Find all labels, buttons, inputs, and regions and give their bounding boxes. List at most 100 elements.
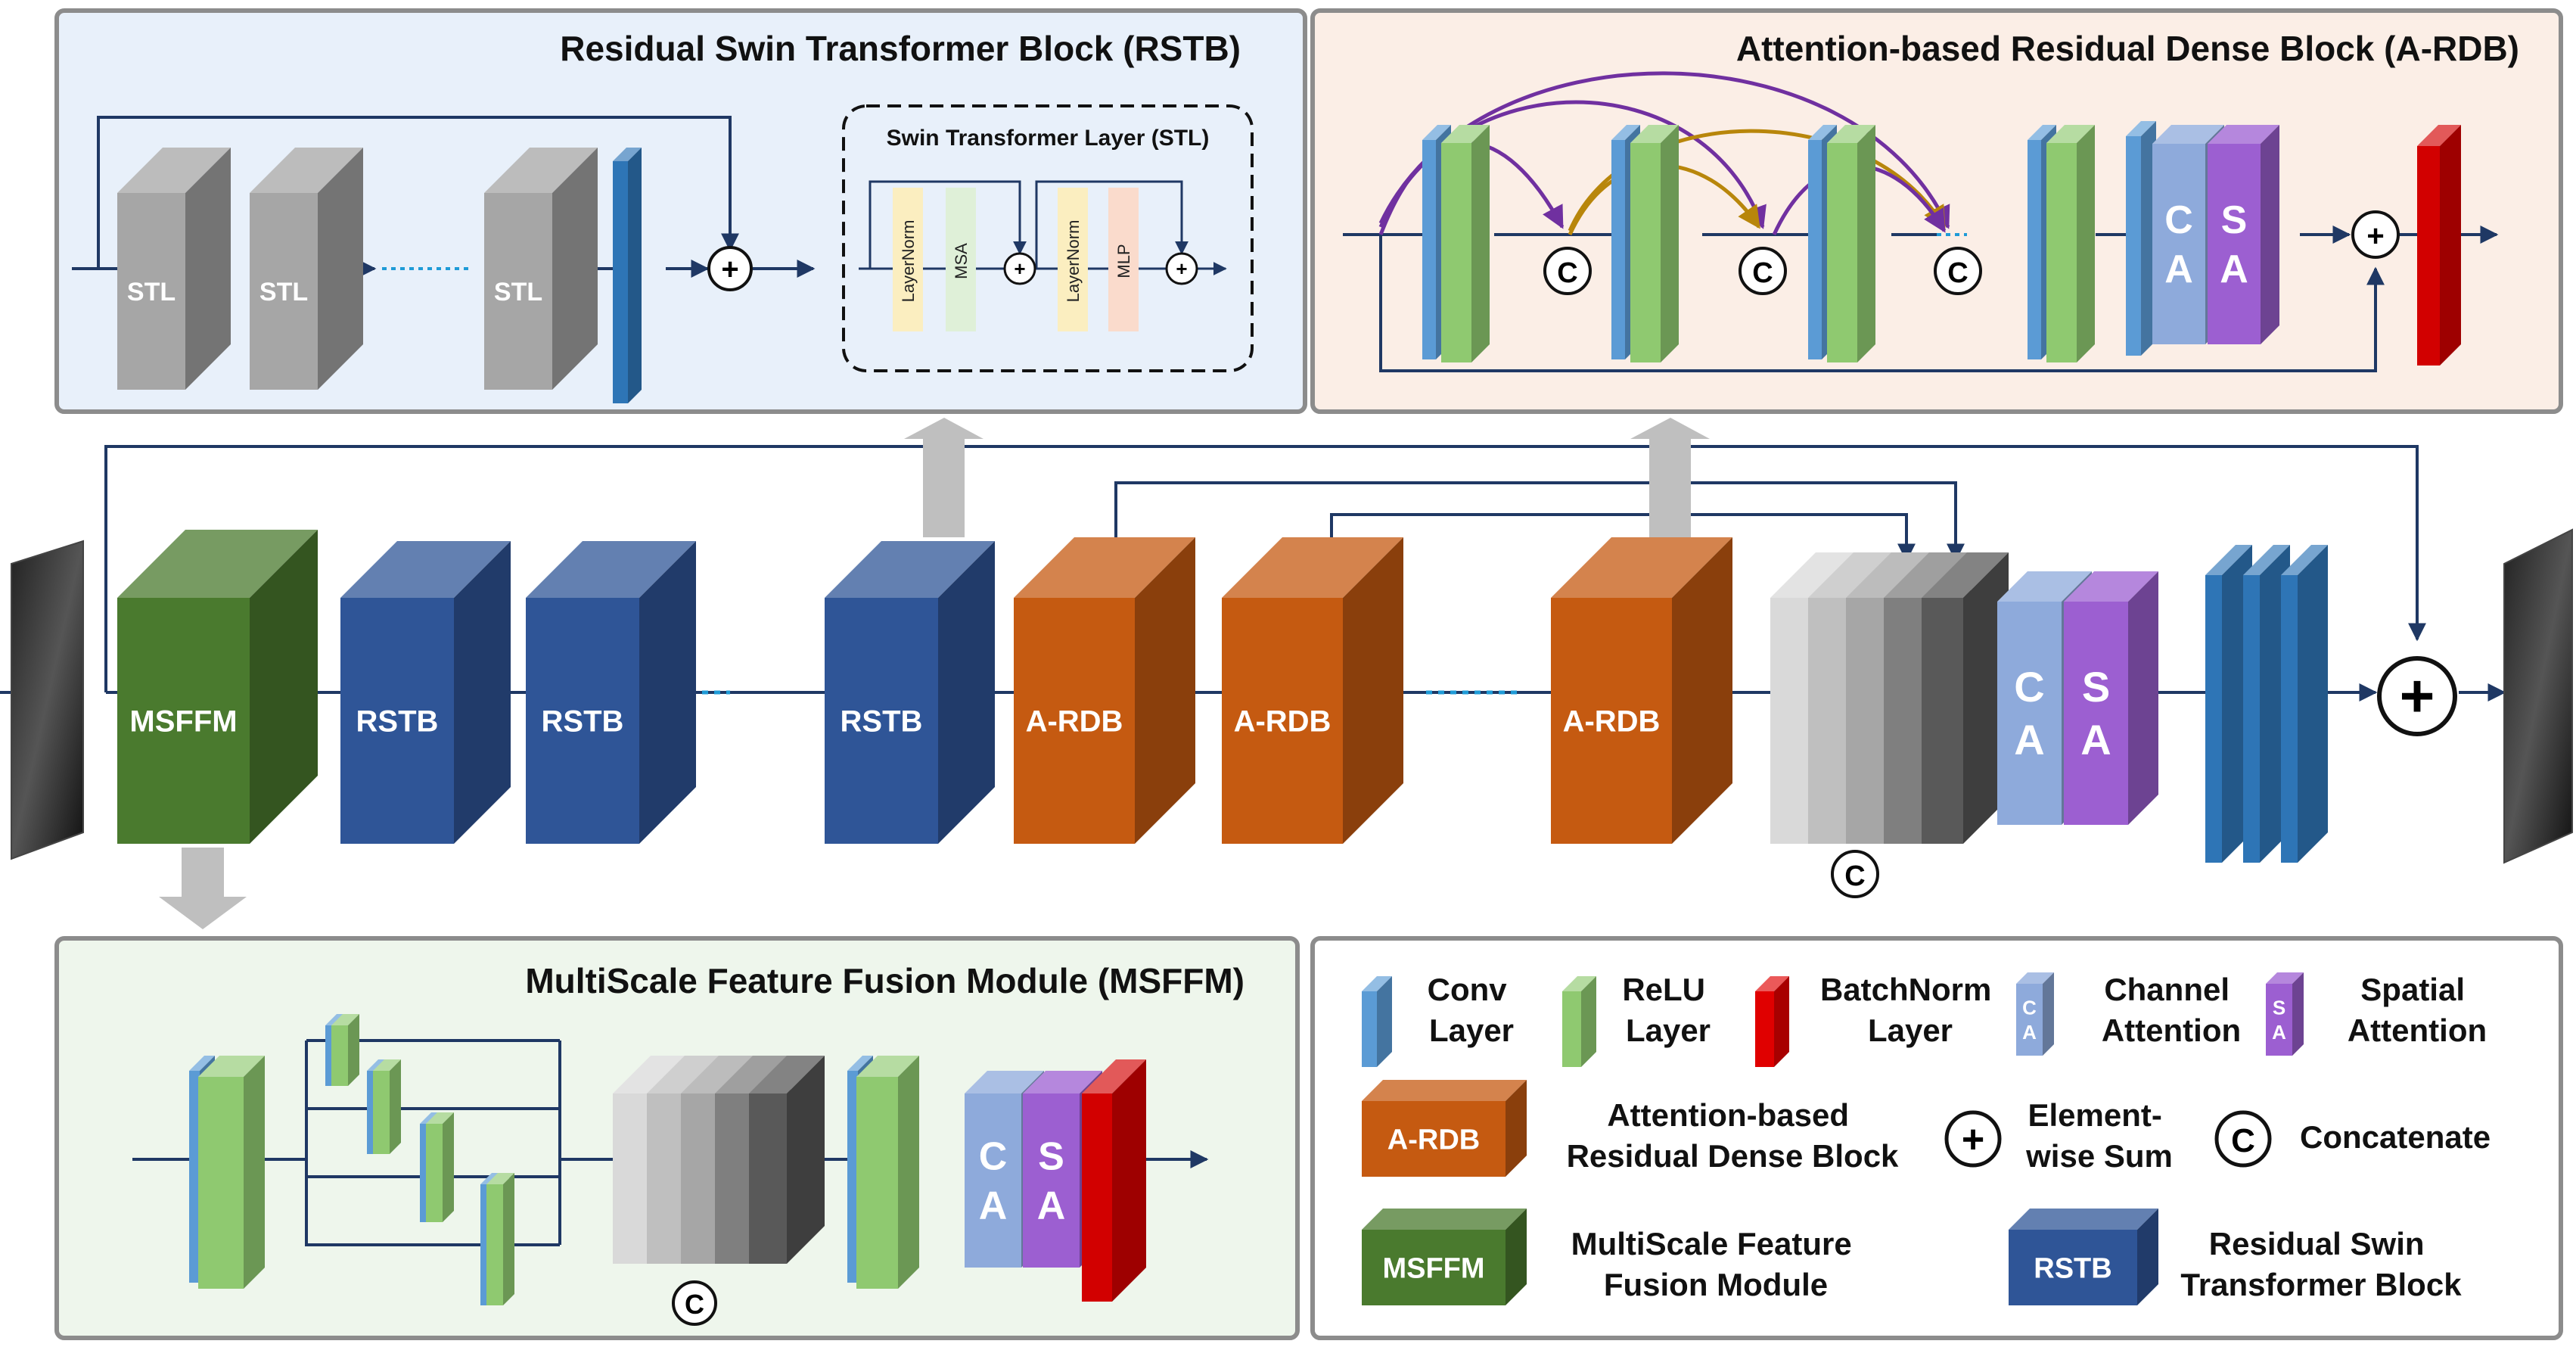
msffm-ca-label: A bbox=[979, 1184, 1008, 1228]
msffm-concat-icon: C bbox=[672, 1280, 717, 1326]
svg-text:LayerNorm: LayerNorm bbox=[1064, 220, 1083, 303]
stl-block-1: STL bbox=[117, 148, 231, 390]
main-ca-label: A bbox=[2014, 716, 2044, 764]
main-ardb-1-label: A-RDB bbox=[1026, 705, 1123, 739]
output-image bbox=[2503, 528, 2573, 864]
svg-text:+: + bbox=[1176, 257, 1187, 280]
msffm-relu-out bbox=[856, 1056, 919, 1289]
svg-text:Residual Swin Transforme: Residual Swin Transformer Block bbox=[2180, 1226, 2462, 1302]
legend-msffm-icon-label: MSFFM bbox=[1382, 1252, 1484, 1284]
ardb-ca-label: A bbox=[2164, 247, 2193, 291]
svg-text:BatchNorm Layer: BatchNorm Layer bbox=[1820, 972, 2000, 1048]
svg-text:+: + bbox=[1962, 1118, 1984, 1162]
stl-box-title: Swin Transformer Layer (STL) bbox=[887, 126, 1210, 151]
legend-ardb-icon: A-RDB bbox=[1362, 1080, 1527, 1177]
main-concat-icon: C bbox=[1831, 850, 1879, 898]
legend-msffm-icon: MSFFM bbox=[1362, 1209, 1527, 1305]
legend-ardb-icon-label: A-RDB bbox=[1387, 1124, 1480, 1156]
stl-mlp bbox=[1108, 188, 1139, 331]
main-ardb-2: A-RDB bbox=[1222, 537, 1403, 844]
legend-rstb-icon-label: RSTB bbox=[2034, 1252, 2111, 1284]
ardb-bn bbox=[2417, 125, 2461, 366]
stl-block-1-label: STL bbox=[127, 278, 176, 306]
msffm-branch-relu-4 bbox=[486, 1173, 514, 1305]
legend-panel bbox=[1310, 936, 2563, 1340]
stl-block-2-label: STL bbox=[259, 278, 308, 306]
concat-icon: C bbox=[1739, 247, 1787, 295]
input-image bbox=[11, 540, 84, 860]
stl-layernorm-1 bbox=[893, 188, 923, 331]
main-rstb-1: RSTB bbox=[340, 541, 511, 844]
ardb-relu-3 bbox=[1827, 125, 1875, 362]
legend-ca-icon-label: A bbox=[2022, 1021, 2037, 1044]
legend-rstb-icon: RSTB bbox=[2009, 1209, 2158, 1305]
main-concat-feature-5 bbox=[1922, 552, 2009, 844]
svg-text:MLP: MLP bbox=[1114, 244, 1133, 278]
rstb-conv bbox=[613, 148, 642, 403]
main-ardb-2-label: A-RDB bbox=[1234, 705, 1332, 739]
main-sum-icon: + bbox=[2377, 656, 2457, 736]
stl-block-3-label: STL bbox=[494, 278, 542, 306]
msffm-ca-label: C bbox=[979, 1135, 1008, 1179]
main-ardb-1: A-RDB bbox=[1014, 537, 1195, 844]
main-conv-3 bbox=[2281, 545, 2328, 863]
stl-box bbox=[842, 104, 1254, 372]
main-rstb-2-label: RSTB bbox=[542, 705, 624, 739]
main-msffm: MSFFM bbox=[117, 530, 318, 844]
svg-text:ReLU Layer: ReLU Layer bbox=[1622, 972, 1714, 1048]
ardb-conv-final bbox=[2126, 121, 2156, 356]
svg-text:C: C bbox=[1752, 257, 1773, 289]
msffm-bn bbox=[1082, 1059, 1146, 1302]
legend-relu-icon bbox=[1562, 976, 1596, 1067]
legend-sa-icon-label: S bbox=[2273, 996, 2285, 1019]
legend-ca-icon: CA bbox=[2016, 972, 2054, 1056]
main-msffm-label: MSFFM bbox=[129, 705, 237, 739]
svg-text:Element- wise Sum: Element- wise Sum bbox=[2025, 1097, 2173, 1174]
concat-icon: C bbox=[1934, 247, 1982, 295]
svg-text:+: + bbox=[721, 253, 738, 286]
stl-block-2: STL bbox=[250, 148, 363, 390]
msffm-branch-relu-2 bbox=[373, 1059, 401, 1154]
svg-text:C: C bbox=[1557, 257, 1577, 289]
svg-text:Spatial Attention: Spatial Attention bbox=[2348, 972, 2487, 1048]
stl-block-3: STL bbox=[484, 148, 598, 390]
msffm-sa-label: S bbox=[1038, 1135, 1064, 1179]
main-sa-label: S bbox=[2082, 663, 2110, 711]
svg-text:+: + bbox=[2366, 219, 2384, 253]
svg-text:+: + bbox=[1014, 257, 1025, 280]
legend-concat-icon: C bbox=[2214, 1110, 2272, 1168]
main-ardb-3: A-RDB bbox=[1551, 537, 1732, 844]
legend-bn-icon bbox=[1755, 976, 1789, 1067]
legend-sum-icon: + bbox=[1944, 1110, 2002, 1168]
svg-text:Channel Attention: Channel Attention bbox=[2102, 972, 2241, 1048]
sum-icon: + bbox=[2351, 210, 2400, 259]
rstb-sum-icon: + bbox=[707, 246, 753, 291]
ardb-ca-label: C bbox=[2164, 198, 2193, 242]
main-ca-label: C bbox=[2014, 663, 2044, 711]
svg-text:C: C bbox=[2231, 1122, 2255, 1159]
legend-ca-icon-label: C bbox=[2022, 996, 2037, 1019]
concat-icon: C bbox=[1543, 247, 1592, 295]
main-sa: SA bbox=[2064, 571, 2158, 825]
msffm-concat-feature-5 bbox=[749, 1056, 825, 1264]
msffm-panel-title: MultiScale Feature Fusion Module (MSFFM) bbox=[525, 961, 1244, 1000]
main-rstb-3: RSTB bbox=[825, 541, 995, 844]
ardb-panel-title: Attention-based Residual Dense Block (A-… bbox=[1736, 29, 2519, 68]
svg-text:Conv Layer: Conv Layer bbox=[1428, 972, 1516, 1048]
stl-layernorm-2 bbox=[1058, 188, 1088, 331]
legend: Conv Layer ReLU Layer BatchNorm Layer Ch… bbox=[1428, 972, 2491, 1302]
ardb-relu-2 bbox=[1630, 125, 1679, 362]
svg-text:MultiScale Feature Fusio: MultiScale Feature Fusion Module bbox=[1571, 1226, 1861, 1302]
main-rstb-2: RSTB bbox=[526, 541, 696, 844]
msffm-sa-label: A bbox=[1037, 1184, 1066, 1228]
ardb-sa-label: A bbox=[2220, 247, 2248, 291]
msffm-branch-relu-1 bbox=[331, 1014, 359, 1086]
msffm-relu-in bbox=[198, 1056, 265, 1289]
legend-sa-icon-label: A bbox=[2272, 1021, 2286, 1044]
legend-sa-icon: SA bbox=[2266, 972, 2304, 1056]
svg-text:Attention-based Residual: Attention-based Residual Dense Block bbox=[1567, 1097, 1899, 1174]
rstb-panel-title: Residual Swin Transformer Block (RSTB) bbox=[560, 29, 1241, 68]
svg-text:Concatenate: Concatenate bbox=[2300, 1119, 2491, 1155]
